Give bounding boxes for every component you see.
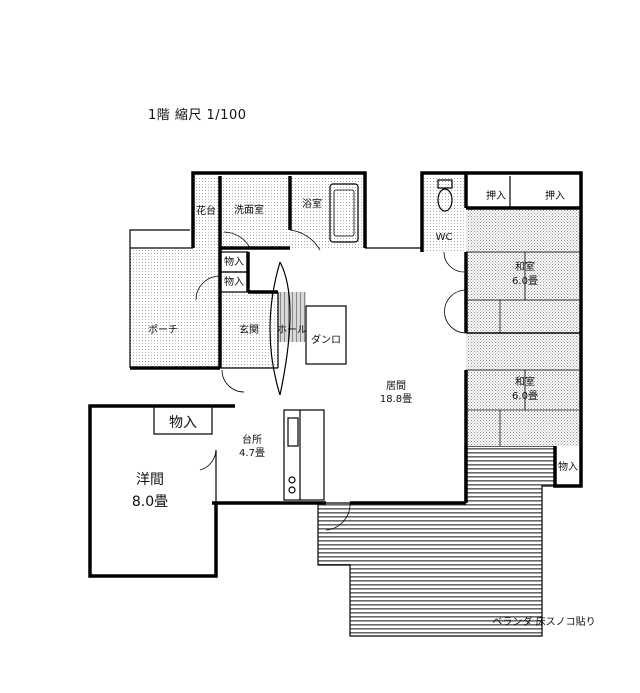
senmen-floor: [220, 176, 290, 248]
doors: [195, 229, 467, 531]
label-washitsu-1-size: 6.0畳: [512, 275, 538, 287]
label-yoma-size: 8.0畳: [132, 494, 168, 510]
label-yoma: 洋間: [136, 472, 164, 488]
bathtub: [329, 183, 359, 243]
label-veranda: ベランダ 床スノコ貼り: [492, 615, 595, 628]
label-monoire-4: 物入: [169, 415, 197, 431]
walls: [88, 171, 583, 578]
washitsu-area: [466, 208, 579, 446]
label-washitsu-2: 和室: [515, 375, 535, 388]
kadai-floor: [195, 176, 220, 248]
genkan-floor: [220, 292, 278, 368]
page-title: 1階 縮尺 1/100: [148, 108, 247, 123]
label-monoire-3: 物入: [558, 460, 578, 473]
label-washitsu-2-size: 6.0畳: [512, 390, 538, 402]
porch-floor: [130, 248, 220, 368]
yoku-floor: [292, 176, 362, 248]
label-daidokoro-size: 4.7畳: [239, 447, 265, 459]
label-oshiire-1: 押入: [486, 189, 506, 202]
toilet: [437, 179, 453, 212]
label-daidokoro: 台所: [242, 433, 262, 446]
label-danro: ダンロ: [311, 333, 341, 346]
kitchen-sink: [287, 417, 299, 494]
label-ima-size: 18.8畳: [380, 393, 412, 405]
label-monoire-2: 物入: [224, 275, 244, 288]
label-yokushitsu: 浴室: [302, 197, 322, 210]
label-hall: ホール: [277, 324, 307, 336]
veranda-area: [317, 445, 556, 637]
label-senmenshitsu: 洗面室: [234, 203, 264, 216]
label-washitsu-1: 和室: [515, 260, 535, 273]
label-ima: 居間: [386, 380, 406, 392]
label-porch: ポーチ: [148, 324, 178, 336]
label-wc: WC: [436, 232, 453, 243]
label-kadai: 花台: [196, 204, 216, 217]
label-oshiire-2: 押入: [545, 189, 565, 202]
label-genkan: 玄関: [239, 323, 259, 336]
label-monoire-1: 物入: [224, 255, 244, 268]
hall-floor: [278, 292, 306, 342]
